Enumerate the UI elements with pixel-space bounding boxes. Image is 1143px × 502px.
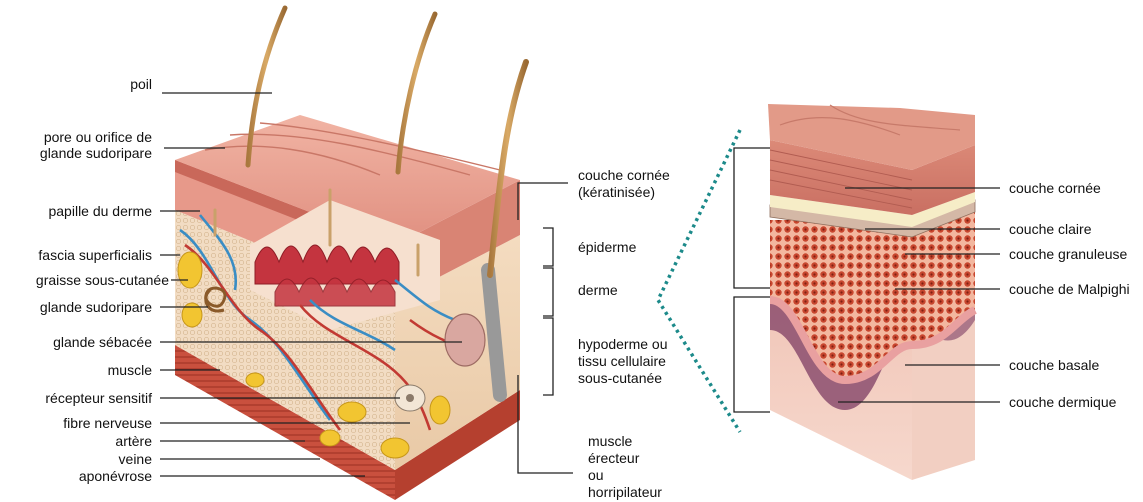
sebaceous-gland bbox=[445, 314, 485, 366]
label-fascia: fascia superficialis bbox=[38, 247, 152, 263]
label-muscle-erecteur-2: érecteur bbox=[588, 450, 639, 466]
label-muscle: muscle bbox=[108, 362, 152, 378]
label-glande-sudoripare: glande sudoripare bbox=[40, 299, 152, 315]
label-couche-cornee-1: couche cornée bbox=[578, 167, 670, 183]
label-glande-sebacee: glande sébacée bbox=[53, 334, 152, 350]
label-pore-line1: pore ou orifice de bbox=[44, 129, 152, 145]
label-couche-basale: couche basale bbox=[1009, 357, 1099, 373]
label-epiderme: épiderme bbox=[578, 239, 636, 255]
label-couche-claire: couche claire bbox=[1009, 221, 1092, 237]
label-hypoderme-1: hypoderme ou bbox=[578, 336, 668, 352]
label-couche-granuleuse: couche granuleuse bbox=[1009, 246, 1127, 262]
zoom-indicator-line bbox=[658, 130, 740, 432]
skin-block-left bbox=[175, 8, 526, 500]
label-graisse: graisse sous-cutanée bbox=[36, 272, 169, 288]
label-veine: veine bbox=[119, 451, 152, 467]
label-derme: derme bbox=[578, 282, 618, 298]
label-fibre: fibre nerveuse bbox=[63, 415, 152, 431]
label-hypoderme-3: sous-cutanée bbox=[578, 370, 662, 386]
label-recepteur: récepteur sensitif bbox=[45, 390, 152, 406]
label-muscle-erecteur-3: ou bbox=[588, 467, 604, 483]
label-aponevrose: aponévrose bbox=[79, 468, 152, 484]
label-artere: artère bbox=[115, 433, 152, 449]
label-muscle-erecteur-4: horripilateur bbox=[588, 484, 662, 500]
label-couche-dermique: couche dermique bbox=[1009, 394, 1116, 410]
label-papille: papille du derme bbox=[48, 203, 152, 219]
label-hypoderme-2: tissu cellulaire bbox=[578, 353, 666, 369]
label-couche-cornee: couche cornée bbox=[1009, 180, 1101, 196]
label-poil: poil bbox=[130, 76, 152, 92]
label-muscle-erecteur-1: muscle bbox=[588, 433, 632, 449]
label-couche-malpighi: couche de Malpighi bbox=[1009, 281, 1130, 297]
skin-block-right bbox=[768, 104, 975, 480]
label-pore-line2: glande sudoripare bbox=[40, 145, 152, 161]
label-couche-cornee-2: (kératinisée) bbox=[578, 184, 655, 200]
